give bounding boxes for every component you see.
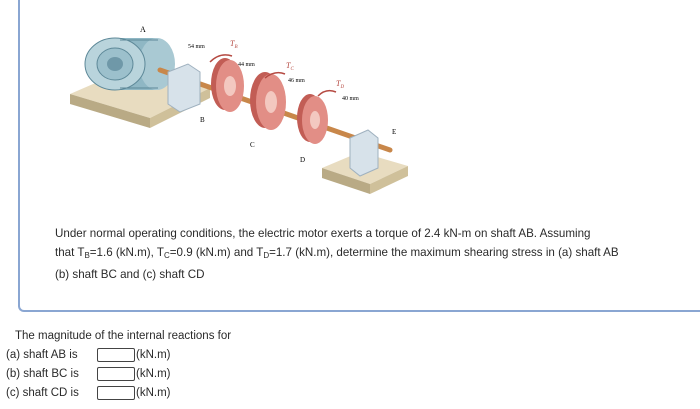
answer-label-ab: (a) shaft AB is xyxy=(6,349,78,361)
electric-motor xyxy=(84,37,175,91)
answer-row-bc: (b) shaft BC is (kN.m) xyxy=(6,365,171,383)
bearing-B xyxy=(167,63,201,113)
answer-unit-bc: (kN.m) xyxy=(136,368,171,380)
problem-line-1: Under normal operating conditions, the e… xyxy=(55,227,591,240)
question-card xyxy=(18,0,700,312)
torque-TB-label: TB xyxy=(230,39,238,50)
answer-row-ab: (a) shaft AB is (kN.m) xyxy=(6,346,171,364)
gear-C xyxy=(250,72,286,130)
torque-arrow-TD xyxy=(317,89,337,97)
gear-B xyxy=(211,58,244,112)
point-E-label: E xyxy=(392,128,396,136)
answer-input-ab[interactable] xyxy=(97,348,135,362)
answer-row-cd: (c) shaft CD is (kN.m) xyxy=(6,384,171,402)
torque-arrow-TB xyxy=(209,54,233,63)
point-B-label: B xyxy=(200,116,205,124)
point-D-label: D xyxy=(300,156,305,164)
bearing-E xyxy=(349,129,379,177)
point-A-label: A xyxy=(140,25,146,34)
dim-40-label: 40 mm xyxy=(342,96,359,102)
dim-44-label: 44 mm xyxy=(238,62,255,68)
gear-D xyxy=(297,94,328,144)
answer-label-cd: (c) shaft CD is xyxy=(6,387,79,399)
problem-line-2: that TB=1.6 (kN.m), TC=0.9 (kN.m) and TD… xyxy=(55,246,619,260)
dim-54-label: 54 mm xyxy=(188,44,205,50)
problem-statement: Under normal operating conditions, the e… xyxy=(55,224,685,284)
torque-arrow-TC xyxy=(264,71,286,79)
answer-input-cd[interactable] xyxy=(97,386,135,400)
answer-input-bc[interactable] xyxy=(97,367,135,381)
answer-label-bc: (b) shaft BC is xyxy=(6,368,79,380)
answer-heading: The magnitude of the internal reactions … xyxy=(15,330,232,342)
dim-46-label: 46 mm xyxy=(288,78,305,84)
point-C-label: C xyxy=(250,141,255,149)
answer-unit-ab: (kN.m) xyxy=(136,349,171,361)
motor-shaft-figure: A B C D E 54 mm 44 mm 46 mm 40 mm TB TC … xyxy=(70,25,408,194)
problem-line-3: (b) shaft BC and (c) shaft CD xyxy=(55,268,205,281)
torque-TC-label: TC xyxy=(286,61,294,72)
torque-TD-label: TD xyxy=(336,79,344,90)
answer-unit-cd: (kN.m) xyxy=(136,387,171,399)
